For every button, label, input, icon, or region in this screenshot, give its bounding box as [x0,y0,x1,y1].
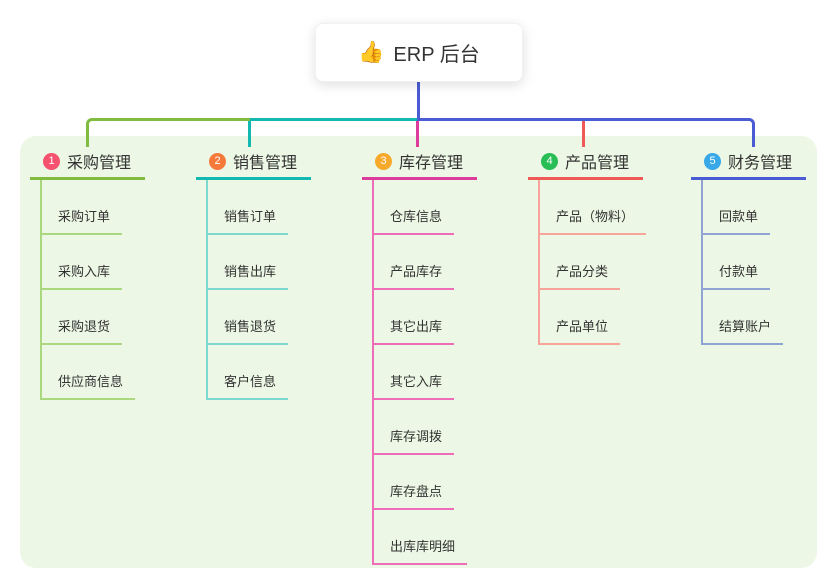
child-node[interactable]: 结算账户 [701,290,784,345]
child-node[interactable]: 销售退货 [206,290,289,345]
child-node[interactable]: 产品库存 [372,235,455,290]
root-node[interactable]: 👍 ERP 后台 [315,23,523,82]
branch-title-label: 库存管理 [399,155,464,172]
branch-child-connector [701,180,703,345]
connector-branch2-drop [248,121,251,147]
branch-child-connector [40,180,42,400]
connector-branch1-line [86,118,250,147]
branch-children: 采购订单 采购入库 采购退货 供应商信息 [40,180,136,400]
branch-header[interactable]: 4 产品管理 [528,145,643,180]
branch-finance: 5 财务管理 回款单 付款单 结算账户 [691,145,806,345]
child-node[interactable]: 其它出库 [372,290,455,345]
branch-title-label: 采购管理 [67,155,132,172]
branch-title-label: 销售管理 [233,155,298,172]
child-node[interactable]: 付款单 [701,235,771,290]
child-node[interactable]: 产品（物料） [538,180,647,235]
connector-branch5-line [417,118,755,147]
connector-branch3-drop [416,121,419,147]
branch-children: 销售订单 销售出库 销售退货 客户信息 [206,180,289,400]
branch-header[interactable]: 1 采购管理 [30,145,145,180]
branch-children: 仓库信息 产品库存 其它出库 其它入库 库存调拨 库存盘点 出库库明细 [372,180,468,565]
child-node[interactable]: 供应商信息 [40,345,136,400]
root-connector-line [417,82,420,121]
branch-children: 产品（物料） 产品分类 产品单位 [538,180,647,345]
branch-procurement: 1 采购管理 采购订单 采购入库 采购退货 供应商信息 [30,145,145,400]
child-node[interactable]: 库存调拨 [372,400,455,455]
child-node[interactable]: 仓库信息 [372,180,455,235]
child-node[interactable]: 回款单 [701,180,771,235]
branch-number-badge: 4 [541,152,558,170]
branch-child-connector [372,180,374,565]
branches-panel [20,136,817,568]
branch-product: 4 产品管理 产品（物料） 产品分类 产品单位 [528,145,647,345]
child-node[interactable]: 库存盘点 [372,455,455,510]
child-node[interactable]: 销售订单 [206,180,289,235]
branch-number-badge: 3 [375,152,392,170]
branch-sales: 2 销售管理 销售订单 销售出库 销售退货 客户信息 [196,145,311,400]
branch-number-badge: 1 [43,152,60,170]
child-node[interactable]: 采购订单 [40,180,123,235]
connector-branch2-bus [250,118,417,121]
branch-header[interactable]: 5 财务管理 [691,145,806,180]
branch-number-badge: 5 [704,152,721,170]
branch-inventory: 3 库存管理 仓库信息 产品库存 其它出库 其它入库 库存调拨 库存盘点 出库库… [362,145,477,565]
branch-title-label: 财务管理 [728,155,793,172]
branch-header[interactable]: 2 销售管理 [196,145,311,180]
root-node-label: ERP 后台 [393,44,480,66]
branch-title-label: 产品管理 [565,155,630,172]
branch-children: 回款单 付款单 结算账户 [701,180,784,345]
branch-child-connector [206,180,208,400]
branch-number-badge: 2 [209,152,226,170]
thumbs-up-icon: 👍 [358,40,385,64]
child-node[interactable]: 其它入库 [372,345,455,400]
child-node[interactable]: 销售出库 [206,235,289,290]
child-node[interactable]: 采购入库 [40,235,123,290]
child-node[interactable]: 采购退货 [40,290,123,345]
child-node[interactable]: 出库库明细 [372,510,468,565]
connector-branch4-drop [582,121,585,147]
child-node[interactable]: 产品单位 [538,290,621,345]
branch-child-connector [538,180,540,345]
child-node[interactable]: 产品分类 [538,235,621,290]
branch-header[interactable]: 3 库存管理 [362,145,477,180]
child-node[interactable]: 客户信息 [206,345,289,400]
